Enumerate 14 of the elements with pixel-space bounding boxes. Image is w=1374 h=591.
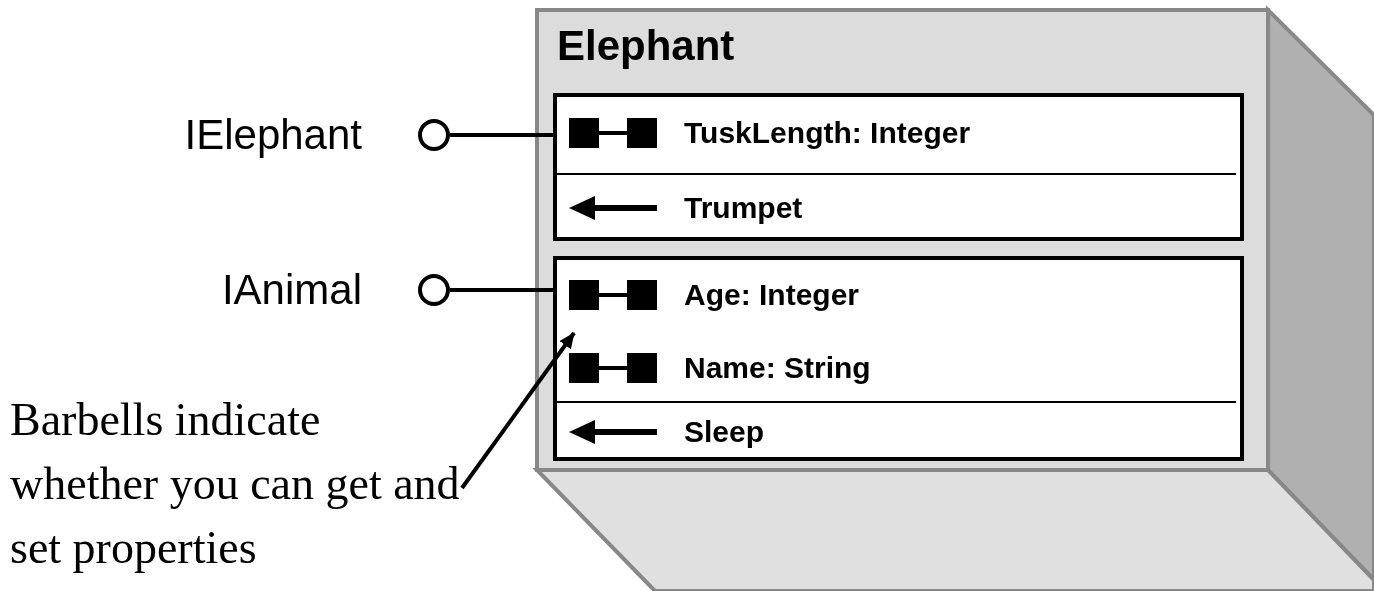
member-label: Name: String: [684, 350, 871, 385]
member-label: TuskLength: Integer: [684, 116, 971, 150]
interface-label: IAnimal: [220, 266, 362, 314]
interface-circle: [418, 274, 450, 306]
interface-box: [553, 93, 1244, 241]
member-label: Age: Integer: [684, 278, 860, 312]
annotation-text: Barbells indicate whether you can get and set properties: [10, 388, 462, 588]
interface-box: [553, 256, 1244, 461]
interface-circle: [418, 119, 450, 151]
component-title: Elephant: [557, 22, 735, 70]
connector-line: [460, 331, 576, 490]
member-label: Sleep: [684, 415, 765, 449]
interface-label: IElephant: [183, 111, 362, 159]
member-label: Trumpet: [684, 191, 803, 225]
